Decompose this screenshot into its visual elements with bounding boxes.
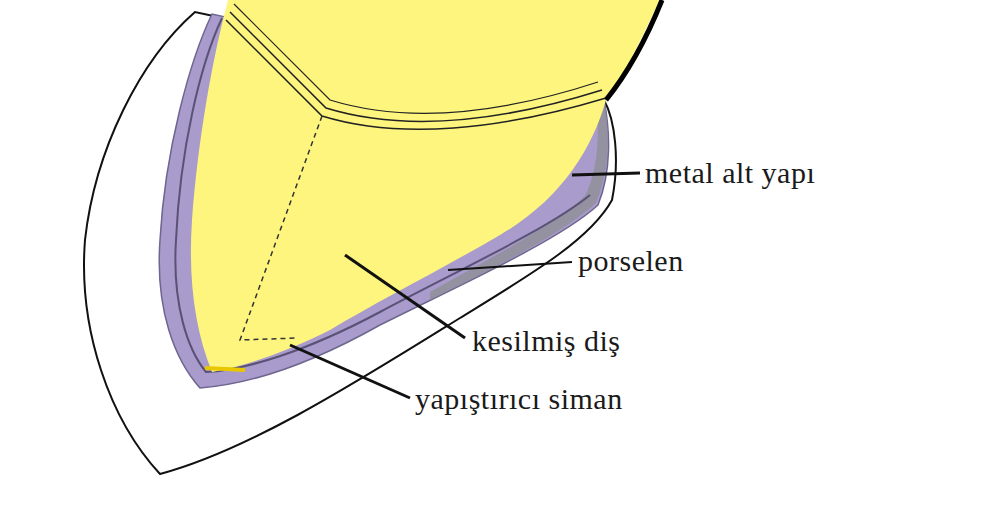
part-label: metal alt yapı <box>645 158 815 188</box>
leader-line <box>345 255 465 338</box>
part-label: kesilmiş diş <box>472 326 621 356</box>
part-label: porselen <box>578 246 684 276</box>
leader-line <box>448 262 572 270</box>
prepared-tooth <box>191 0 660 372</box>
leader-line <box>290 345 410 398</box>
leader-line <box>572 173 640 175</box>
root-outline <box>606 0 662 100</box>
part-label: yapıştırıcı siman <box>415 384 623 414</box>
dashed-contour <box>240 116 322 340</box>
margin-line <box>230 12 602 121</box>
margin-line <box>234 4 598 113</box>
tooth-tip <box>205 368 245 370</box>
